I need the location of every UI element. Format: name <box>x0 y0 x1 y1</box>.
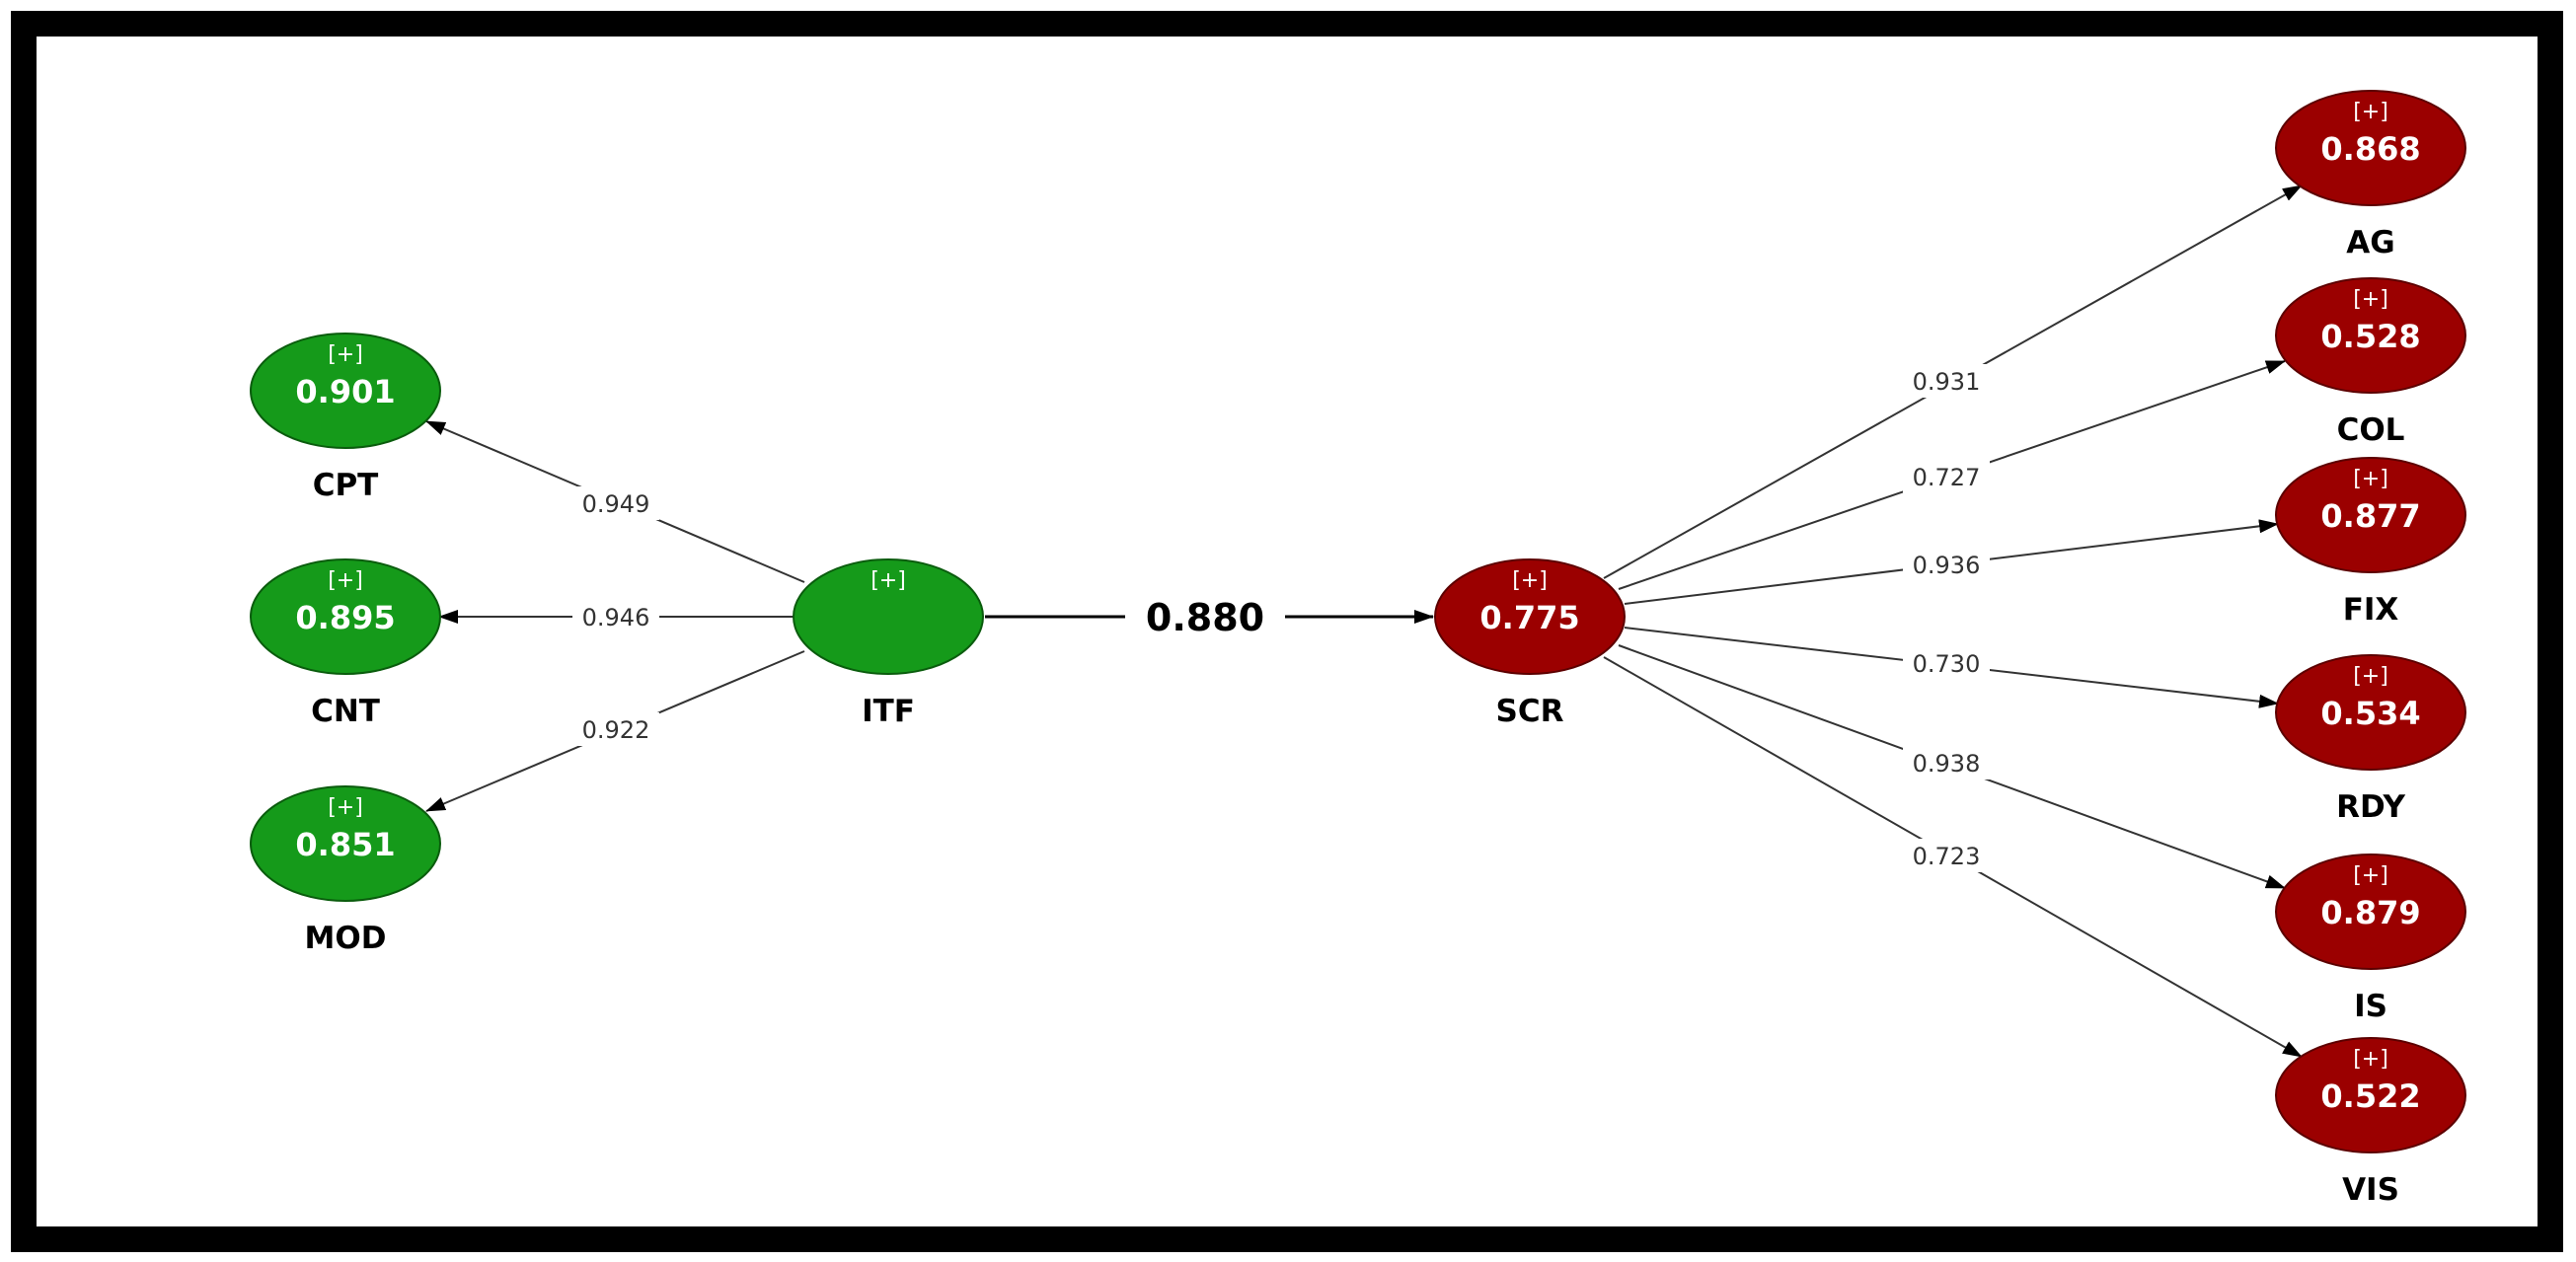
svg-text:0.949: 0.949 <box>582 490 650 518</box>
node-vis[interactable]: [+] 0.522 VIS <box>2275 1037 2466 1208</box>
expand-marker[interactable]: [+] <box>2353 100 2388 124</box>
node-rdy[interactable]: [+] 0.534 RDY <box>2275 654 2466 825</box>
node-value: 0.895 <box>295 599 395 636</box>
expand-marker[interactable]: [+] <box>2353 287 2388 312</box>
node-ag[interactable]: [+] 0.868 AG <box>2275 90 2466 260</box>
node-label: ITF <box>862 694 915 729</box>
node-label: SCR <box>1496 694 1564 729</box>
node-value: 0.775 <box>1479 599 1579 636</box>
svg-text:0.730: 0.730 <box>1913 650 1981 678</box>
node-value: 0.522 <box>2320 1077 2420 1115</box>
expand-marker[interactable]: [+] <box>871 568 906 593</box>
node-label: COL <box>2337 412 2405 448</box>
edge-label-scr-fix: 0.936 <box>1903 548 1990 581</box>
edge-label-itf-cnt: 0.946 <box>572 600 659 633</box>
svg-text:0.922: 0.922 <box>582 716 650 744</box>
node-value: 0.851 <box>295 826 395 863</box>
node-value: 0.868 <box>2320 130 2420 168</box>
node-mod[interactable]: [+] 0.851 MOD <box>250 785 441 956</box>
edge-label-itf-cpt: 0.949 <box>572 486 659 520</box>
node-label: MOD <box>305 921 387 956</box>
node-itf[interactable]: [+] ITF <box>793 558 984 729</box>
edge-label-scr-is: 0.938 <box>1903 746 1990 779</box>
node-value: 0.528 <box>2320 318 2420 355</box>
node-label: RDY <box>2336 789 2405 825</box>
expand-marker[interactable]: [+] <box>328 795 363 820</box>
svg-text:0.880: 0.880 <box>1146 596 1264 639</box>
node-label: CNT <box>311 694 380 729</box>
node-fix[interactable]: [+] 0.877 FIX <box>2275 457 2466 628</box>
edge-label-scr-rdy: 0.730 <box>1903 646 1990 680</box>
svg-text:0.936: 0.936 <box>1913 552 1981 579</box>
node-value: 0.879 <box>2320 894 2420 931</box>
node-label: CPT <box>313 468 379 503</box>
svg-text:0.931: 0.931 <box>1913 368 1981 396</box>
expand-marker[interactable]: [+] <box>2353 863 2388 888</box>
node-is[interactable]: [+] 0.879 IS <box>2275 854 2466 1024</box>
node-value: 0.901 <box>295 373 395 410</box>
svg-text:0.938: 0.938 <box>1913 750 1981 778</box>
node-value: 0.877 <box>2320 497 2420 535</box>
node-cpt[interactable]: [+] 0.901 CPT <box>250 333 441 503</box>
node-label: FIX <box>2343 592 2399 628</box>
svg-text:0.946: 0.946 <box>582 604 650 631</box>
edge-label-scr-ag: 0.931 <box>1903 364 1990 398</box>
expand-marker[interactable]: [+] <box>328 342 363 367</box>
edge-label-scr-col: 0.727 <box>1903 460 1990 493</box>
edge-label-itf-scr: 0.880 <box>1125 592 1285 643</box>
node-label: AG <box>2346 225 2394 260</box>
outer-frame <box>11 11 2563 1252</box>
svg-text:0.727: 0.727 <box>1913 464 1981 491</box>
node-value: 0.534 <box>2320 695 2420 732</box>
expand-marker[interactable]: [+] <box>2353 467 2388 491</box>
edge-label-scr-vis: 0.723 <box>1903 839 1990 872</box>
expand-marker[interactable]: [+] <box>1512 568 1548 593</box>
expand-marker[interactable]: [+] <box>2353 1047 2388 1072</box>
node-scr[interactable]: [+] 0.775 SCR <box>1434 558 1626 729</box>
node-label: VIS <box>2342 1172 2399 1208</box>
node-col[interactable]: [+] 0.528 COL <box>2275 277 2466 448</box>
expand-marker[interactable]: [+] <box>2353 664 2388 689</box>
edge-label-itf-mod: 0.922 <box>572 712 659 746</box>
svg-text:0.723: 0.723 <box>1913 843 1981 870</box>
node-label: IS <box>2354 989 2387 1024</box>
node-cnt[interactable]: [+] 0.895 CNT <box>250 558 441 729</box>
expand-marker[interactable]: [+] <box>328 568 363 593</box>
